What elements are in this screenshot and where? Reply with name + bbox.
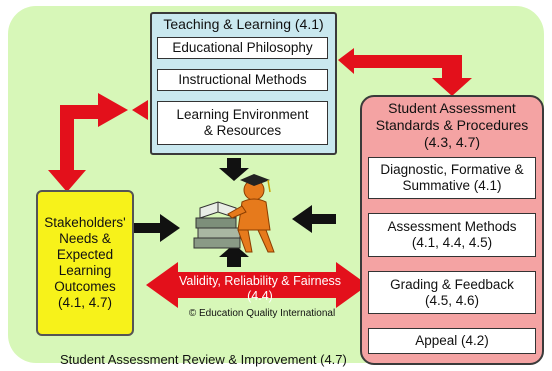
stakeholders-box: Stakeholders' Needs & Expected Learning … <box>36 190 134 336</box>
teaching-title: Teaching & Learning (4.1) <box>163 16 324 32</box>
red-elbow-arrow-right <box>338 48 472 96</box>
educational-philosophy-box: Educational Philosophy <box>157 37 328 59</box>
assessment-title: Student Assessment Standards & Procedure… <box>375 100 529 150</box>
validity-label: Validity, Reliability & Fairness (4.4) <box>178 274 342 303</box>
diagnostic-formative-box: Diagnostic, Formative & Summative (4.1) <box>368 157 536 199</box>
graduate-reading-books-icon <box>193 174 275 253</box>
stakeholders-text: Stakeholders' Needs & Expected Learning … <box>44 215 126 310</box>
appeal-box: Appeal (4.2) <box>368 328 536 354</box>
copyright-text: © Education Quality International <box>188 308 336 319</box>
grading-feedback-box: Grading & Feedback (4.5, 4.6) <box>368 271 536 314</box>
red-elbow-arrow-left <box>48 93 148 192</box>
instructional-methods-box: Instructional Methods <box>157 69 328 91</box>
footer-label: Student Assessment Review & Improvement … <box>60 352 347 367</box>
black-arrows <box>134 158 336 267</box>
learning-environment-box: Learning Environment & Resources <box>157 101 328 145</box>
assessment-methods-box: Assessment Methods (4.1, 4.4, 4.5) <box>368 213 536 257</box>
validity-double-arrow <box>146 262 368 308</box>
